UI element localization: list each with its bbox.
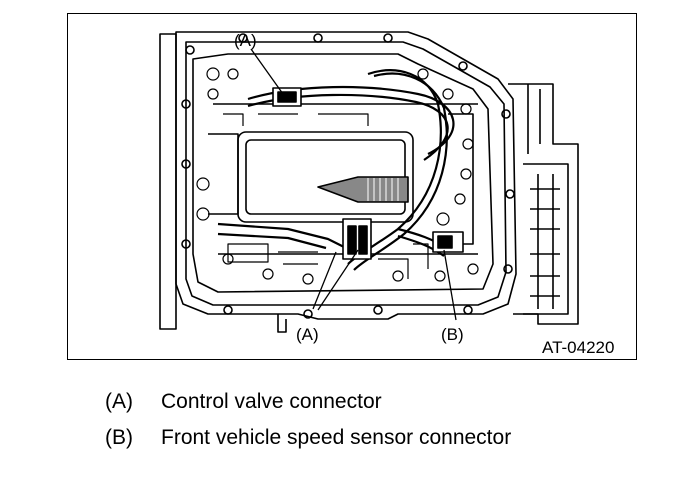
legend-text-b: Front vehicle speed sensor connector xyxy=(161,426,512,449)
oil-pan-flange xyxy=(159,31,517,333)
legend-item-b: (B) Front vehicle speed sensor connector xyxy=(105,426,511,450)
leader-lines xyxy=(250,48,457,321)
front-speed-sensor-connector xyxy=(432,231,464,253)
flange-bolts xyxy=(181,33,515,319)
control-valve-connector-upper xyxy=(272,87,302,107)
transmission-housing xyxy=(508,83,579,325)
transmission-valve-body-illustration: (A) (A) (B) AT-04220 xyxy=(159,31,614,357)
callout-a-upper: (A) xyxy=(234,31,257,50)
legend-key-a: (A) xyxy=(105,390,133,413)
callout-a-lower: (A) xyxy=(296,325,319,344)
oil-strainer xyxy=(237,131,414,223)
control-valve-connector-lower xyxy=(342,218,372,260)
figure-frame: (A) (A) (B) AT-04220 xyxy=(67,13,637,360)
callout-b: (B) xyxy=(441,325,464,344)
figure-id: AT-04220 xyxy=(542,338,614,357)
legend-item-a: (A) Control valve connector xyxy=(105,390,382,414)
legend-text-a: Control valve connector xyxy=(161,390,382,413)
valve-body-details xyxy=(196,67,479,285)
wiring-harness xyxy=(217,69,455,271)
legend-key-b: (B) xyxy=(105,426,133,449)
